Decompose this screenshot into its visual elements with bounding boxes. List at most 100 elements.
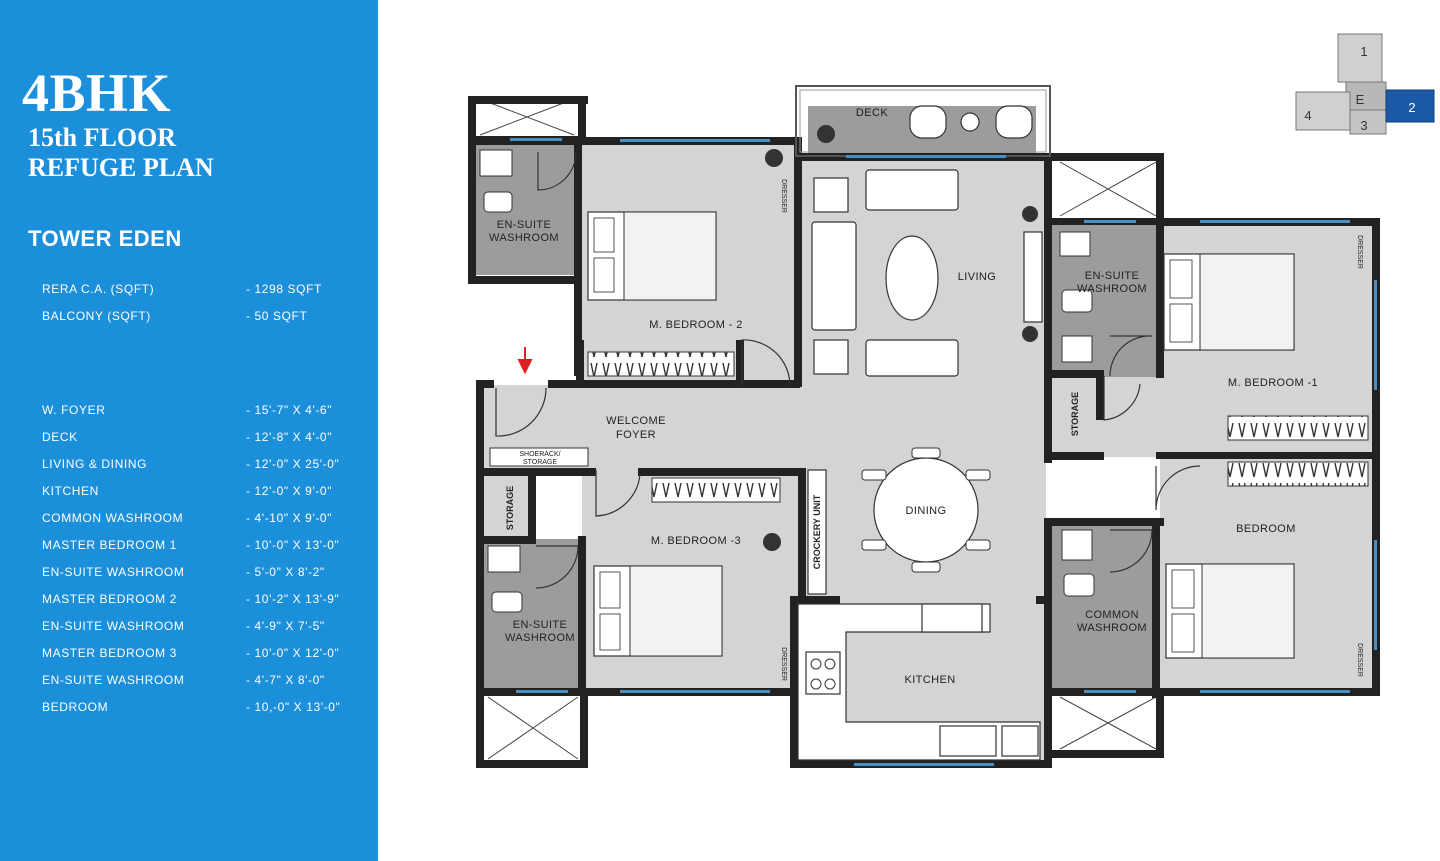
dresser-labels: DRESSER DRESSER DRESSER DRESSER <box>780 179 1363 681</box>
plant-icon <box>817 125 835 143</box>
storage-floor <box>484 469 528 539</box>
plant-icon <box>763 533 781 551</box>
label-master-bedroom-1: M. BEDROOM -1 <box>1228 377 1318 389</box>
room-size-row: COMMON WASHROOM - 4'-10" X 9'-0" <box>42 511 362 529</box>
living-furniture <box>807 169 1043 595</box>
label-foyer: FOYER <box>616 429 656 441</box>
room-name: EN-SUITE WASHROOM <box>42 619 185 633</box>
duct-marks <box>479 98 1157 760</box>
room-name: MASTER BEDROOM 3 <box>42 646 177 660</box>
sofa <box>865 169 959 211</box>
room-size: - 10'-2" X 13'-9" <box>246 592 340 606</box>
unit-type-heading: 4BHK <box>22 63 172 123</box>
room-name: DECK <box>42 430 78 444</box>
shoerack <box>489 447 589 467</box>
room-size-row: EN-SUITE WASHROOM - 4'-7" X 8'-0" <box>42 673 362 691</box>
kitchen-shelf <box>921 603 983 633</box>
room-size-row: MASTER BEDROOM 2 - 10'-2" X 13'-9" <box>42 592 362 610</box>
hob <box>805 651 841 695</box>
floor-subheading: 15th FLOOR <box>28 123 177 152</box>
key-label-3: 3 <box>1360 118 1367 133</box>
label-dresser: DRESSER <box>1356 643 1363 677</box>
windows <box>510 138 1377 766</box>
label-storage: STORAGE <box>505 486 515 530</box>
tower-name: TOWER EDEN <box>28 226 182 251</box>
wardrobes <box>587 351 1369 503</box>
doors <box>495 151 1201 589</box>
label-dresser: DRESSER <box>1356 235 1363 269</box>
label-living: LIVING <box>958 271 996 283</box>
room-name: MASTER BEDROOM 1 <box>42 538 177 552</box>
deck-furniture <box>909 105 1033 139</box>
key-block-3 <box>1349 109 1387 135</box>
room-name: MASTER BEDROOM 2 <box>42 592 177 606</box>
room-size: - 10'-0" X 13'-0" <box>246 538 340 552</box>
room-size-row: KITCHEN- 12'-0" X 9'-0" <box>42 484 362 502</box>
room-size: - 10'-0" X 12'-0" <box>246 646 340 660</box>
coffee-table <box>885 235 939 321</box>
label-ensuite-3b: WASHROOM <box>505 632 575 644</box>
label-bedroom: BEDROOM <box>1236 523 1296 535</box>
dining-set <box>861 447 991 573</box>
key-plan: 1 E 4 3 2 <box>1295 33 1435 135</box>
room-name: EN-SUITE WASHROOM <box>42 673 185 687</box>
side-table <box>813 339 849 375</box>
key-block-4 <box>1295 91 1351 131</box>
bathroom-fixtures <box>479 149 1095 613</box>
room-size-row: DECK - 12'-8" X 4'-0" <box>42 430 362 448</box>
sofa <box>865 339 959 377</box>
entry-arrow-icon <box>517 347 533 375</box>
beds <box>587 211 1295 659</box>
area-label: RERA C.A. (SQFT) <box>42 282 155 296</box>
room-size-row: W. FOYER- 15'-7" X 4'-6" <box>42 403 362 421</box>
label-kitchen: KITCHEN <box>904 674 955 686</box>
plan-subheading: REFUGE PLAN <box>28 153 214 182</box>
washing-machine <box>1001 725 1039 757</box>
room-size: - 4'-10" X 9'-0" <box>246 511 333 525</box>
plant-icon <box>765 149 783 167</box>
room-size: - 4'-9" X 7'-5" <box>246 619 325 633</box>
label-dresser: DRESSER <box>780 179 787 213</box>
key-label-2: 2 <box>1408 100 1415 115</box>
label-shoerack-storage: STORAGE <box>523 459 557 466</box>
plant-icon <box>1022 326 1038 342</box>
label-storage-right: STORAGE <box>1070 392 1080 436</box>
label-ensuite-1b: WASHROOM <box>1077 283 1147 295</box>
room-size-row: EN-SUITE WASHROOM - 4'-9" X 7'-5" <box>42 619 362 637</box>
room-name: COMMON WASHROOM <box>42 511 184 525</box>
label-ensuite-2: EN-SUITE <box>497 219 552 231</box>
label-dresser: DRESSER <box>780 647 787 681</box>
label-dining: DINING <box>906 505 947 517</box>
label-deck: DECK <box>856 107 888 119</box>
label-welcome: WELCOME <box>606 415 666 427</box>
room-size-row: MASTER BEDROOM 3 - 10'-0" X 12'-0" <box>42 646 362 664</box>
room-size: - 12'-8" X 4'-0" <box>246 430 333 444</box>
storage-right-floor <box>1056 384 1092 450</box>
area-value: - 50 SQFT <box>246 309 308 323</box>
room-size-row: MASTER BEDROOM 1 - 10'-0" X 13'-0" <box>42 538 362 556</box>
room-size: - 4'-7" X 8'-0" <box>246 673 325 687</box>
label-master-bedroom-2: M. BEDROOM - 2 <box>649 319 743 331</box>
key-label-e: E <box>1356 92 1365 107</box>
room-size: - 10,-0" X 13'-0" <box>246 700 341 714</box>
room-name: BEDROOM <box>42 700 109 714</box>
plant-icon <box>1022 206 1038 222</box>
label-crockery-unit: CROCKERY UNIT <box>812 494 822 569</box>
info-panel: 4BHK 15th FLOOR REFUGE PLAN TOWER EDEN R… <box>0 0 378 861</box>
label-common-washroom-b: WASHROOM <box>1077 622 1147 634</box>
label-ensuite-2b: WASHROOM <box>489 232 559 244</box>
key-label-4: 4 <box>1304 108 1311 123</box>
area-row: RERA C.A. (SQFT) - 1298 SQFT <box>42 282 362 300</box>
room-size: - 12'-0" X 9'-0" <box>246 484 333 498</box>
crockery-unit <box>807 469 827 595</box>
label-common-washroom: COMMON <box>1085 609 1139 621</box>
sink <box>939 725 997 757</box>
kitchen-counters <box>797 603 1041 761</box>
key-label-1: 1 <box>1360 44 1367 59</box>
label-master-bedroom-3: M. BEDROOM -3 <box>651 535 741 547</box>
room-size: - 5'-0" X 8'-2" <box>246 565 325 579</box>
label-ensuite-1: EN-SUITE <box>1085 270 1140 282</box>
hob-burners <box>810 658 836 690</box>
room-size-row: EN-SUITE WASHROOM- 5'-0" X 8'-2" <box>42 565 362 583</box>
key-block-e <box>1345 81 1387 115</box>
